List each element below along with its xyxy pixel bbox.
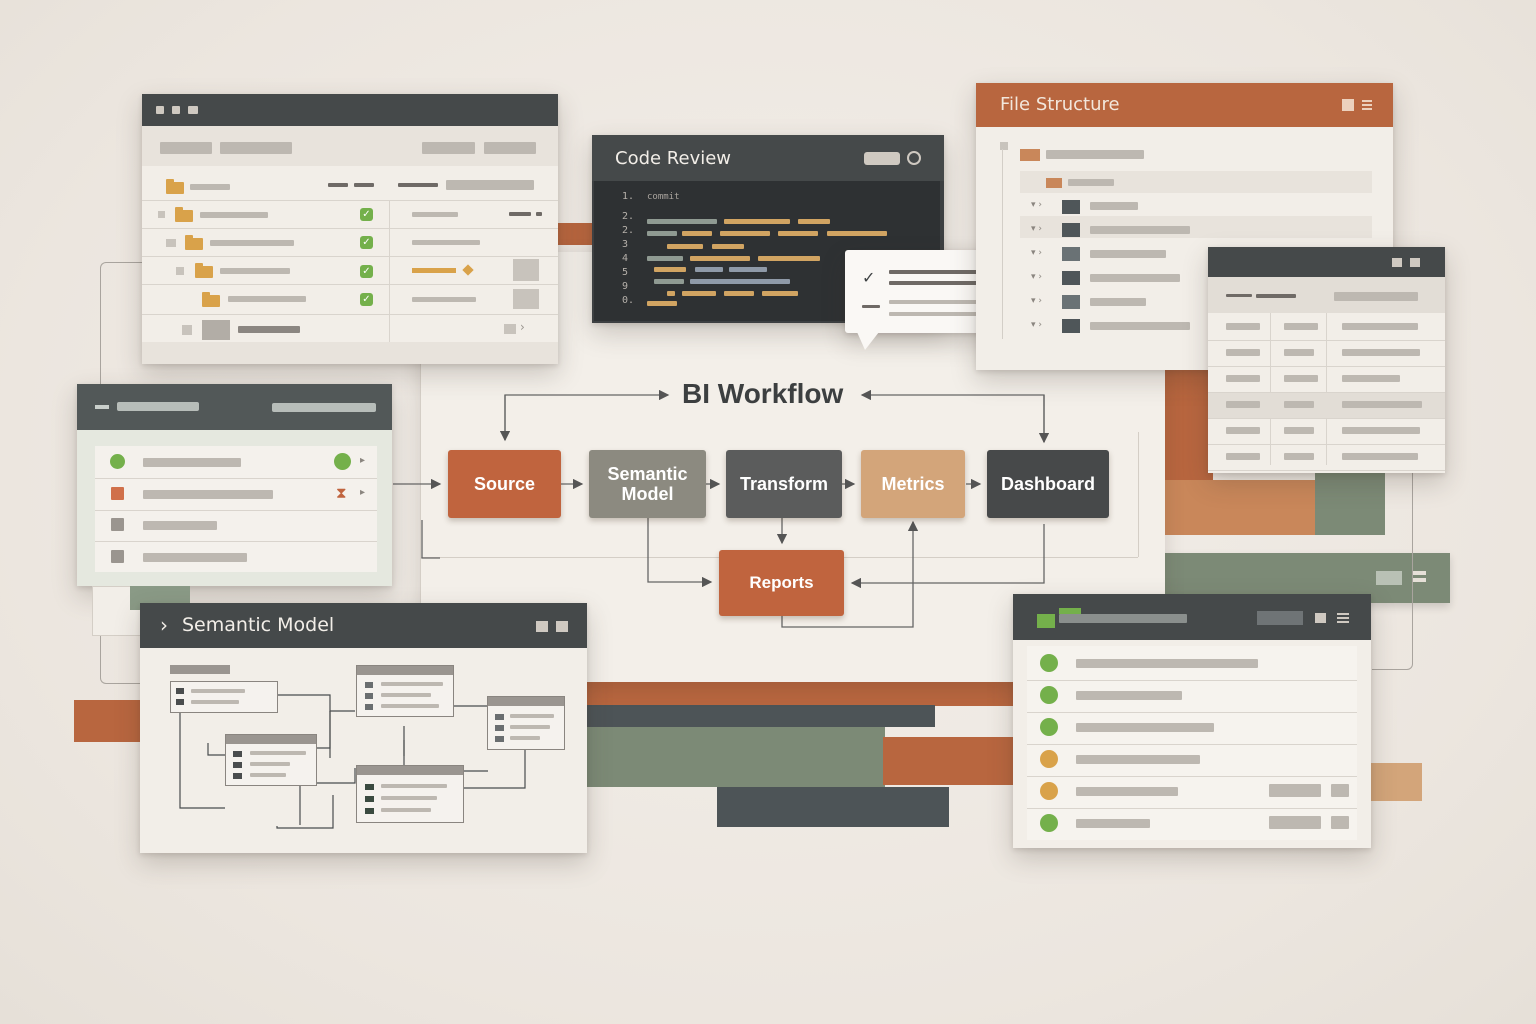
file-explorer-window: ✓ ✓ ✓ ✓ › <box>142 94 558 364</box>
deco-orange-block-center <box>560 680 1020 706</box>
search-icon[interactable] <box>907 151 921 165</box>
status-dot <box>1040 750 1058 768</box>
line-number: 5 <box>622 267 629 278</box>
node-dashboard[interactable]: Dashboard <box>987 450 1109 518</box>
deco-right-tan-block <box>1163 480 1318 535</box>
deco-orange-block <box>883 737 1023 785</box>
check-icon: ✓ <box>360 208 373 221</box>
check-icon: ✓ <box>360 236 373 249</box>
deco-orange-strip-mid <box>555 223 595 245</box>
semantic-model-window: › Semantic Model <box>140 603 587 853</box>
status-dot <box>1040 718 1058 736</box>
line-number: 2. <box>622 211 635 222</box>
line-number: 2. <box>622 225 635 236</box>
deco-right-green-block <box>1315 470 1385 535</box>
checklist-window: ▸ ⧗ ▸ <box>77 384 392 586</box>
deco-green-block <box>560 727 885 787</box>
menu-icon[interactable] <box>1337 613 1349 623</box>
entity-card[interactable] <box>225 734 317 786</box>
entity-card[interactable] <box>356 665 454 717</box>
line-number: 0. <box>622 295 635 306</box>
entity-card[interactable] <box>170 665 230 674</box>
check-icon: ✓ <box>360 293 373 306</box>
node-reports[interactable]: Reports <box>719 550 844 616</box>
line-number: 1. <box>622 191 635 202</box>
node-transform[interactable]: Transform <box>726 450 842 518</box>
semantic-model-title: Semantic Model <box>182 614 335 636</box>
chevron-right-icon[interactable]: › <box>520 320 525 334</box>
node-semantic-model[interactable]: Semantic Model <box>589 450 706 518</box>
menu-icon[interactable] <box>1362 100 1372 110</box>
node-source[interactable]: Source <box>448 450 561 518</box>
code-review-title: Code Review <box>615 148 732 169</box>
status-dot <box>1040 654 1058 672</box>
data-grid-window <box>1208 247 1445 473</box>
chevron-right-icon[interactable]: › <box>160 613 168 637</box>
line-number: 4 <box>622 253 629 264</box>
file-structure-window: File Structure ▾ › ▾ › ▾ › ▾ › ▾ › ▾ › <box>976 83 1393 370</box>
entity-card[interactable] <box>356 765 464 823</box>
line-number: 3 <box>622 239 629 250</box>
node-metrics[interactable]: Metrics <box>861 450 965 518</box>
deco-tan-strip-right <box>1365 763 1422 801</box>
deco-dark-block-bottom <box>717 787 949 827</box>
status-dot <box>1040 782 1058 800</box>
status-list-window <box>1013 594 1371 848</box>
status-dot <box>1040 814 1058 832</box>
line-number: 9 <box>622 281 629 292</box>
check-icon: ✓ <box>862 268 876 287</box>
deco-dark-block-center <box>560 705 935 727</box>
status-dot <box>1040 686 1058 704</box>
entity-card[interactable] <box>170 681 278 713</box>
workflow-title: BI Workflow <box>682 378 844 409</box>
hourglass-icon: ⧗ <box>336 484 347 502</box>
deco-orange-strip-left <box>74 700 144 742</box>
entity-card[interactable] <box>487 696 565 750</box>
file-structure-title: File Structure <box>1000 94 1120 115</box>
check-icon: ✓ <box>360 265 373 278</box>
code-comment: commit <box>647 192 680 202</box>
